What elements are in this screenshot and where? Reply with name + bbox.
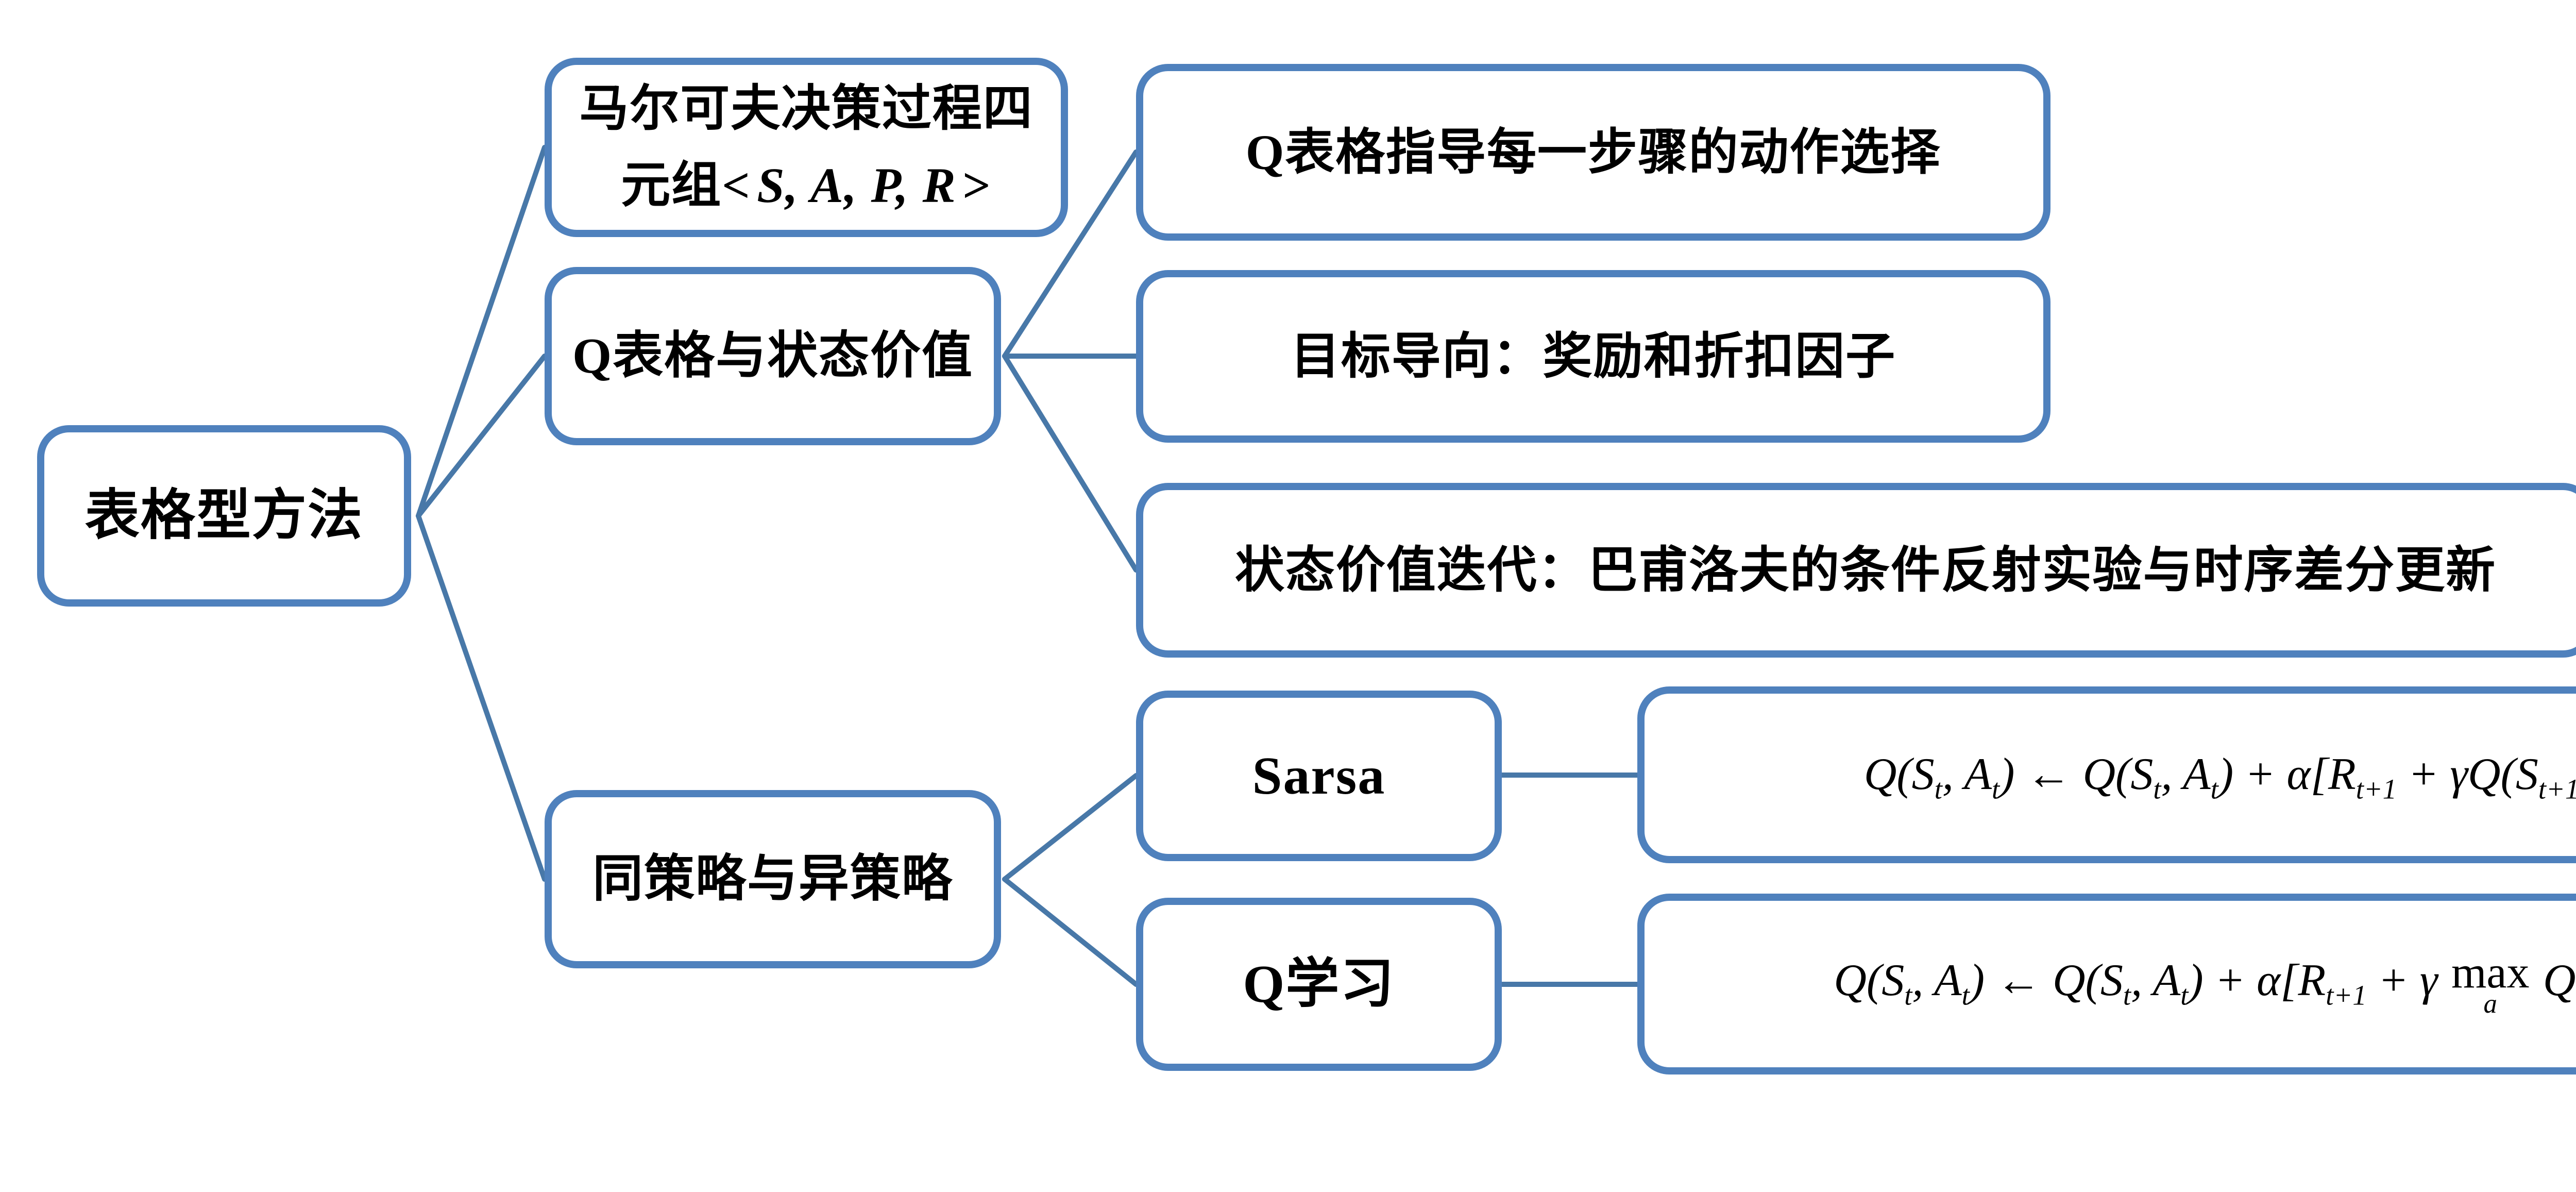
- sarsa-update-formula: Q(St, At) ← Q(St, At) + α[Rt+1 + γQ(St+1…: [1863, 749, 2576, 805]
- connector-root-mdp: [416, 145, 547, 518]
- connector-qtable-action: [1002, 149, 1139, 359]
- node-goal-oriented[interactable]: 目标导向：奖励和折扣因子: [1136, 270, 2050, 443]
- node-on-off-policy-label: 同策略与异策略: [592, 851, 953, 907]
- connector-root-qtable: [416, 354, 547, 518]
- node-mdp-tuple[interactable]: 马尔可夫决策过程四 元组<S, A, P, R>: [545, 58, 1068, 237]
- mdp-tuple-math: S, A, P, R: [757, 158, 957, 213]
- node-sarsa-label: Sarsa: [1252, 746, 1386, 805]
- node-state-value-iteration-label: 状态价值迭代：巴甫洛夫的条件反射实验与时序差分更新: [1235, 542, 2496, 598]
- node-sarsa[interactable]: Sarsa: [1136, 691, 1502, 861]
- node-on-off-policy[interactable]: 同策略与异策略: [545, 790, 1001, 968]
- node-goal-oriented-label: 目标导向：奖励和折扣因子: [1290, 328, 1896, 384]
- node-qtable-action-selection[interactable]: Q表格指导每一步骤的动作选择: [1136, 64, 2050, 241]
- node-qtable-state-value[interactable]: Q表格与状态价值: [545, 267, 1001, 445]
- node-qlearning[interactable]: Q学习: [1136, 898, 1502, 1071]
- node-qtable-action-selection-label: Q表格指导每一步骤的动作选择: [1245, 124, 1941, 180]
- connector-qtable-value: [1002, 354, 1139, 573]
- node-tabular-methods[interactable]: 表格型方法: [37, 425, 411, 607]
- node-sarsa-formula[interactable]: Q(St, At) ← Q(St, At) + α[Rt+1 + γQ(St+1…: [1637, 686, 2576, 863]
- node-qtable-state-value-label: Q表格与状态价值: [572, 328, 973, 384]
- node-mdp-tuple-line2: 元组<S, A, P, R>: [621, 158, 992, 213]
- node-tabular-methods-label: 表格型方法: [84, 485, 364, 546]
- node-state-value-iteration[interactable]: 状态价值迭代：巴甫洛夫的条件反射实验与时序差分更新: [1136, 483, 2576, 658]
- connector-onoff-qlearning: [1002, 877, 1139, 987]
- connector-root-onoff: [416, 513, 547, 882]
- node-qlearning-label: Q学习: [1243, 954, 1395, 1014]
- connector-onoff-sarsa: [1002, 773, 1139, 882]
- node-mdp-tuple-line1: 马尔可夫决策过程四: [579, 81, 1033, 137]
